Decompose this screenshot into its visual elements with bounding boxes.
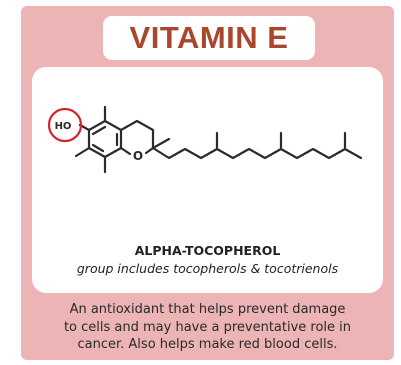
methyl-bond	[151, 137, 171, 150]
description-line: An antioxidant that helps prevent damage	[69, 302, 346, 317]
vitamin-card: VITAMIN E	[21, 6, 394, 360]
pyran-ring	[119, 119, 155, 150]
ring-oxygen-label: O	[133, 149, 143, 163]
structure-panel: HO O ALPHA-TOCOPHEROL group includes toc…	[32, 67, 383, 293]
methyl-bond	[74, 146, 91, 158]
description-line: cancer. Also helps make red blood cells.	[77, 337, 338, 352]
phytyl-chain	[151, 146, 363, 160]
description-line: to cells and may have a preventative rol…	[63, 319, 352, 335]
hydroxyl-label: HO	[55, 121, 72, 132]
double-bond	[91, 143, 105, 153]
vitamin-title: VITAMIN E	[129, 20, 289, 55]
compound-group-note: group includes tocopherols & tocotrienol…	[76, 261, 339, 276]
description-text: An antioxidant that helps prevent damage…	[21, 301, 394, 354]
title-banner: VITAMIN E	[103, 16, 315, 60]
hydroxyl-highlight-circle	[47, 107, 83, 143]
double-bond	[91, 125, 107, 136]
alpha-tocopherol-structure-diagram: HO O	[47, 105, 363, 174]
compound-name: ALPHA-TOCOPHEROL	[134, 243, 281, 258]
